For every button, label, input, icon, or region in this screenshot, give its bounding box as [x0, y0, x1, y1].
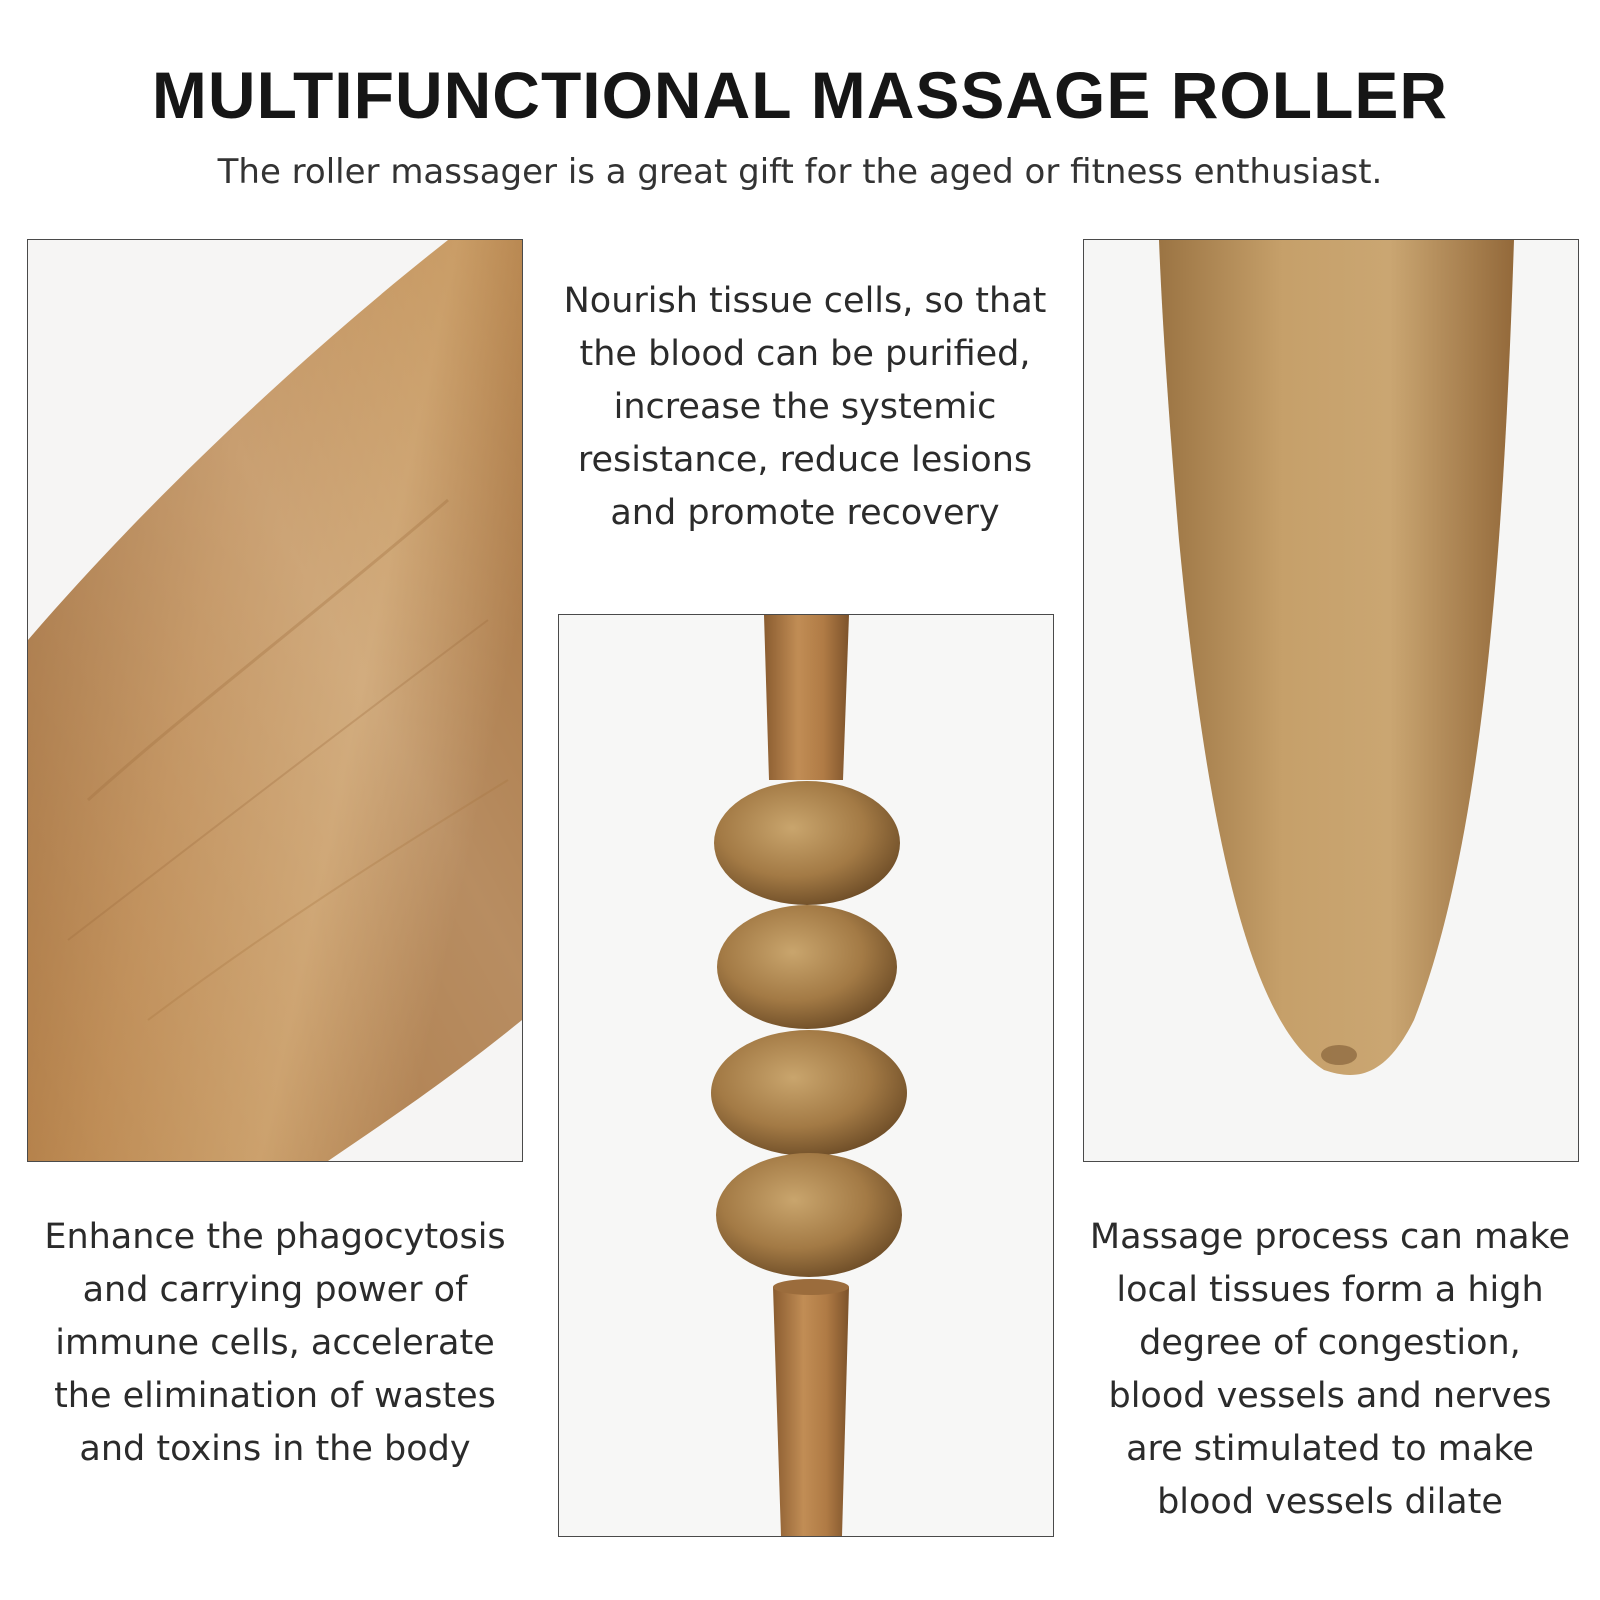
roller-photo-center: [558, 614, 1054, 1537]
wood-handle-closeup-image: [28, 240, 522, 1161]
bead-roller-image: [559, 615, 1053, 1536]
feature-text-congestion: Massage process can make local tissues f…: [1089, 1217, 1571, 1522]
feature-text-blood-purify: Nourish tissue cells, so that the blood …: [563, 281, 1047, 533]
feature-text-immune-cells: Enhance the phagocytosis and carrying po…: [44, 1217, 506, 1469]
page-subtitle: The roller massager is a great gift for …: [217, 152, 1383, 192]
page-title: MULTIFUNCTIONAL MASSAGE ROLLER: [151, 58, 1449, 132]
handle-tip-photo-right: [1083, 239, 1579, 1162]
wood-closeup-photo-left: [27, 239, 523, 1162]
handle-tip-image: [1084, 240, 1578, 1161]
